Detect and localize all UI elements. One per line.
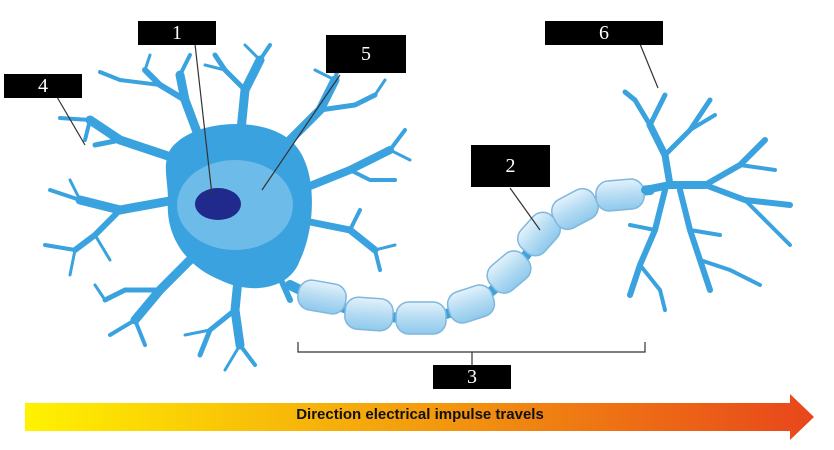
direction-arrow: [25, 394, 814, 440]
label-3: 3: [433, 365, 511, 389]
arrow-label: Direction electrical impulse travels: [296, 406, 544, 423]
label-5: 5: [326, 35, 406, 73]
nucleus: [195, 188, 241, 220]
dendrites: [43, 43, 412, 372]
myelin-sheath: [297, 178, 645, 335]
label-2: 2: [471, 145, 550, 187]
axon-terminals: [622, 89, 793, 312]
label-6: 6: [545, 21, 663, 45]
label-1: 1: [138, 21, 216, 45]
leader-lines: [56, 43, 659, 366]
label-4: 4: [4, 74, 82, 98]
